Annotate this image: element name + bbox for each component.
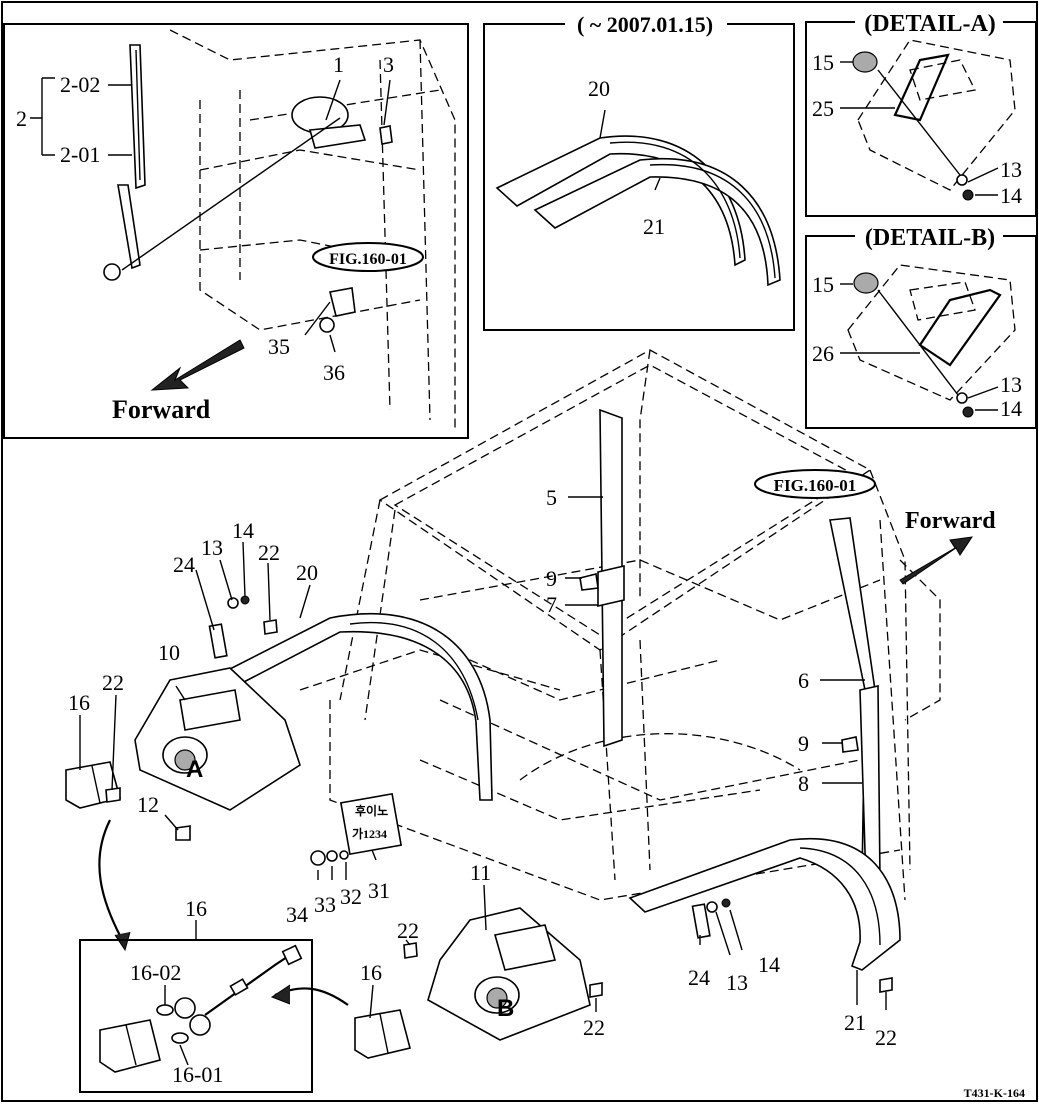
part-label: 2-02: [60, 72, 100, 97]
part-label: 24: [173, 552, 195, 577]
hardware: [105, 573, 893, 998]
part-label: 24: [688, 965, 710, 990]
part-label: 20: [296, 560, 318, 585]
part-label: (DETAIL-A): [864, 11, 996, 37]
part-label: 16: [360, 960, 382, 985]
part-label: 6: [798, 668, 809, 693]
detail-a-inset: (DETAIL-A) 15 25 13 14: [805, 8, 1037, 217]
part-label: 15: [812, 50, 834, 75]
part-label: 9: [546, 566, 557, 591]
part-label: B: [497, 995, 514, 1022]
part-label: 13: [1000, 157, 1022, 182]
part-label: 13: [726, 970, 748, 995]
part-label: 2: [16, 106, 27, 131]
part-label: 25: [812, 96, 834, 121]
part-label: 22: [397, 918, 419, 943]
license-plate: 후이노 가1234: [339, 792, 403, 856]
part-label: 16-02: [130, 960, 181, 985]
leader-lines: [79, 496, 887, 1019]
forward-arrow-main: [899, 536, 974, 585]
part-label: 5: [546, 485, 557, 510]
part-label: 12: [137, 792, 159, 817]
part-label: 22: [875, 1025, 897, 1050]
part-label: 가1234: [352, 826, 387, 841]
part-label: 7: [546, 592, 557, 617]
part-label: 16: [185, 896, 207, 921]
part-label: A: [186, 756, 203, 783]
part-label: FIG.160-01: [329, 251, 407, 268]
fig-ref-main: FIG.160-01: [754, 469, 876, 499]
part-label: 10: [158, 640, 180, 665]
fender-20: [226, 613, 493, 801]
part-label: 21: [643, 214, 665, 239]
part-label: 후이노: [355, 803, 388, 818]
part-label: 22: [102, 670, 124, 695]
lamp-housing-11: [427, 907, 591, 1041]
part-label: 11: [470, 860, 491, 885]
part-label: 14: [232, 518, 254, 543]
part-label: 15: [812, 272, 834, 297]
part-label: Forward: [905, 508, 996, 534]
part-label: FIG.160-01: [774, 476, 857, 495]
lamp-housing-10: [134, 667, 301, 811]
part-label: (DETAIL-B): [865, 225, 995, 251]
part-label: 14: [1000, 183, 1022, 208]
part-label: 35: [268, 334, 290, 359]
part-label: 1: [333, 52, 344, 77]
part-label: Forward: [112, 395, 211, 424]
part-label: 32: [340, 884, 362, 909]
part-label: 21: [844, 1010, 866, 1035]
part-label: 8: [798, 771, 809, 796]
wiper-inset: FIG.160-01 2 2-02 2-01 1 3 35 36 Forward: [3, 23, 469, 439]
part-label: 16-01: [172, 1062, 223, 1087]
part-label: ( ~ 2007.01.15): [577, 12, 713, 37]
part-label: 13: [1000, 372, 1022, 397]
detail-b-inset: (DETAIL-B) 15 26 13 14: [805, 223, 1037, 429]
fender-21: [628, 837, 901, 971]
part-label: 34: [286, 902, 308, 927]
part-label: 20: [588, 76, 610, 101]
work-lamp-16b: [270, 984, 411, 1059]
part-label: 22: [258, 540, 280, 565]
part-label: 31: [368, 878, 390, 903]
lamp-detail-inset: 16 16-02 16-01: [79, 896, 313, 1093]
part-label: 14: [758, 952, 780, 977]
part-label: 26: [812, 341, 834, 366]
part-label: 33: [314, 892, 336, 917]
drawing-code: T431-K-164: [964, 1086, 1025, 1100]
pillar-bars: [597, 408, 881, 886]
part-label: 13: [201, 535, 223, 560]
part-label: 16: [68, 690, 90, 715]
part-label: 3: [383, 52, 394, 77]
fender-old-inset: ( ~ 2007.01.15) 20 21: [483, 10, 795, 331]
part-label: 9: [798, 731, 809, 756]
part-label: 14: [1000, 396, 1022, 421]
part-label: 22: [583, 1015, 605, 1040]
part-label: 2-01: [60, 142, 100, 167]
part-label: 36: [323, 360, 345, 385]
